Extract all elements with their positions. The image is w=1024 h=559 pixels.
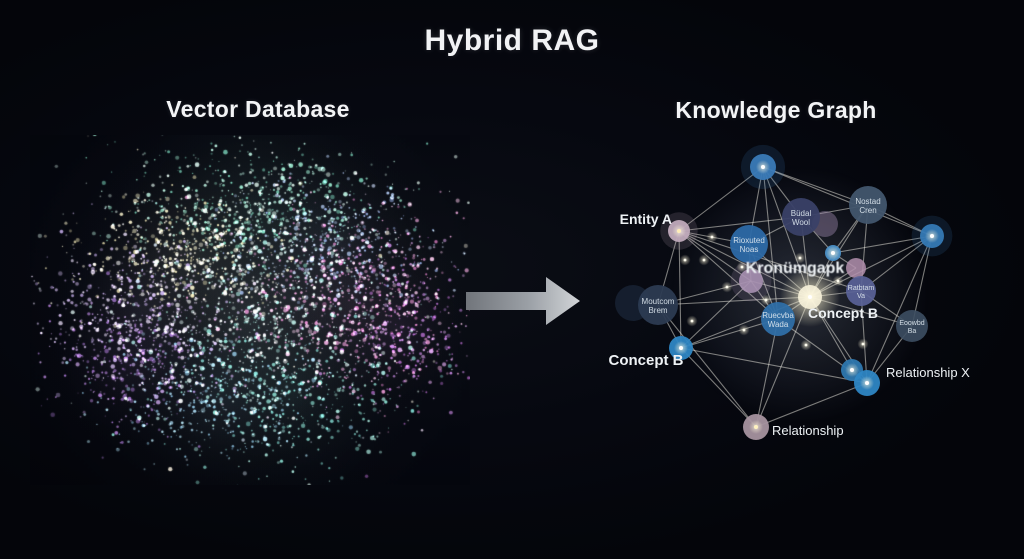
concept-b-left-label: Concept B (609, 352, 684, 369)
knowledge-graph-heading: Knowledge Graph (675, 97, 877, 123)
relationship-label: Relationship (772, 423, 844, 438)
page-title: Hybrid RAG (424, 24, 600, 57)
concept-b-center-label: Concept B (808, 305, 878, 321)
vector-embedding-point-cloud (30, 135, 470, 485)
center-caption: Kronümgapk (746, 260, 845, 277)
right-arrow-icon (466, 277, 580, 325)
entity-a-label: Entity A (620, 211, 672, 227)
relationship-x-label: Relationship X (886, 365, 970, 380)
graph-sparkles (672, 160, 939, 434)
vector-database-heading: Vector Database (166, 96, 350, 122)
